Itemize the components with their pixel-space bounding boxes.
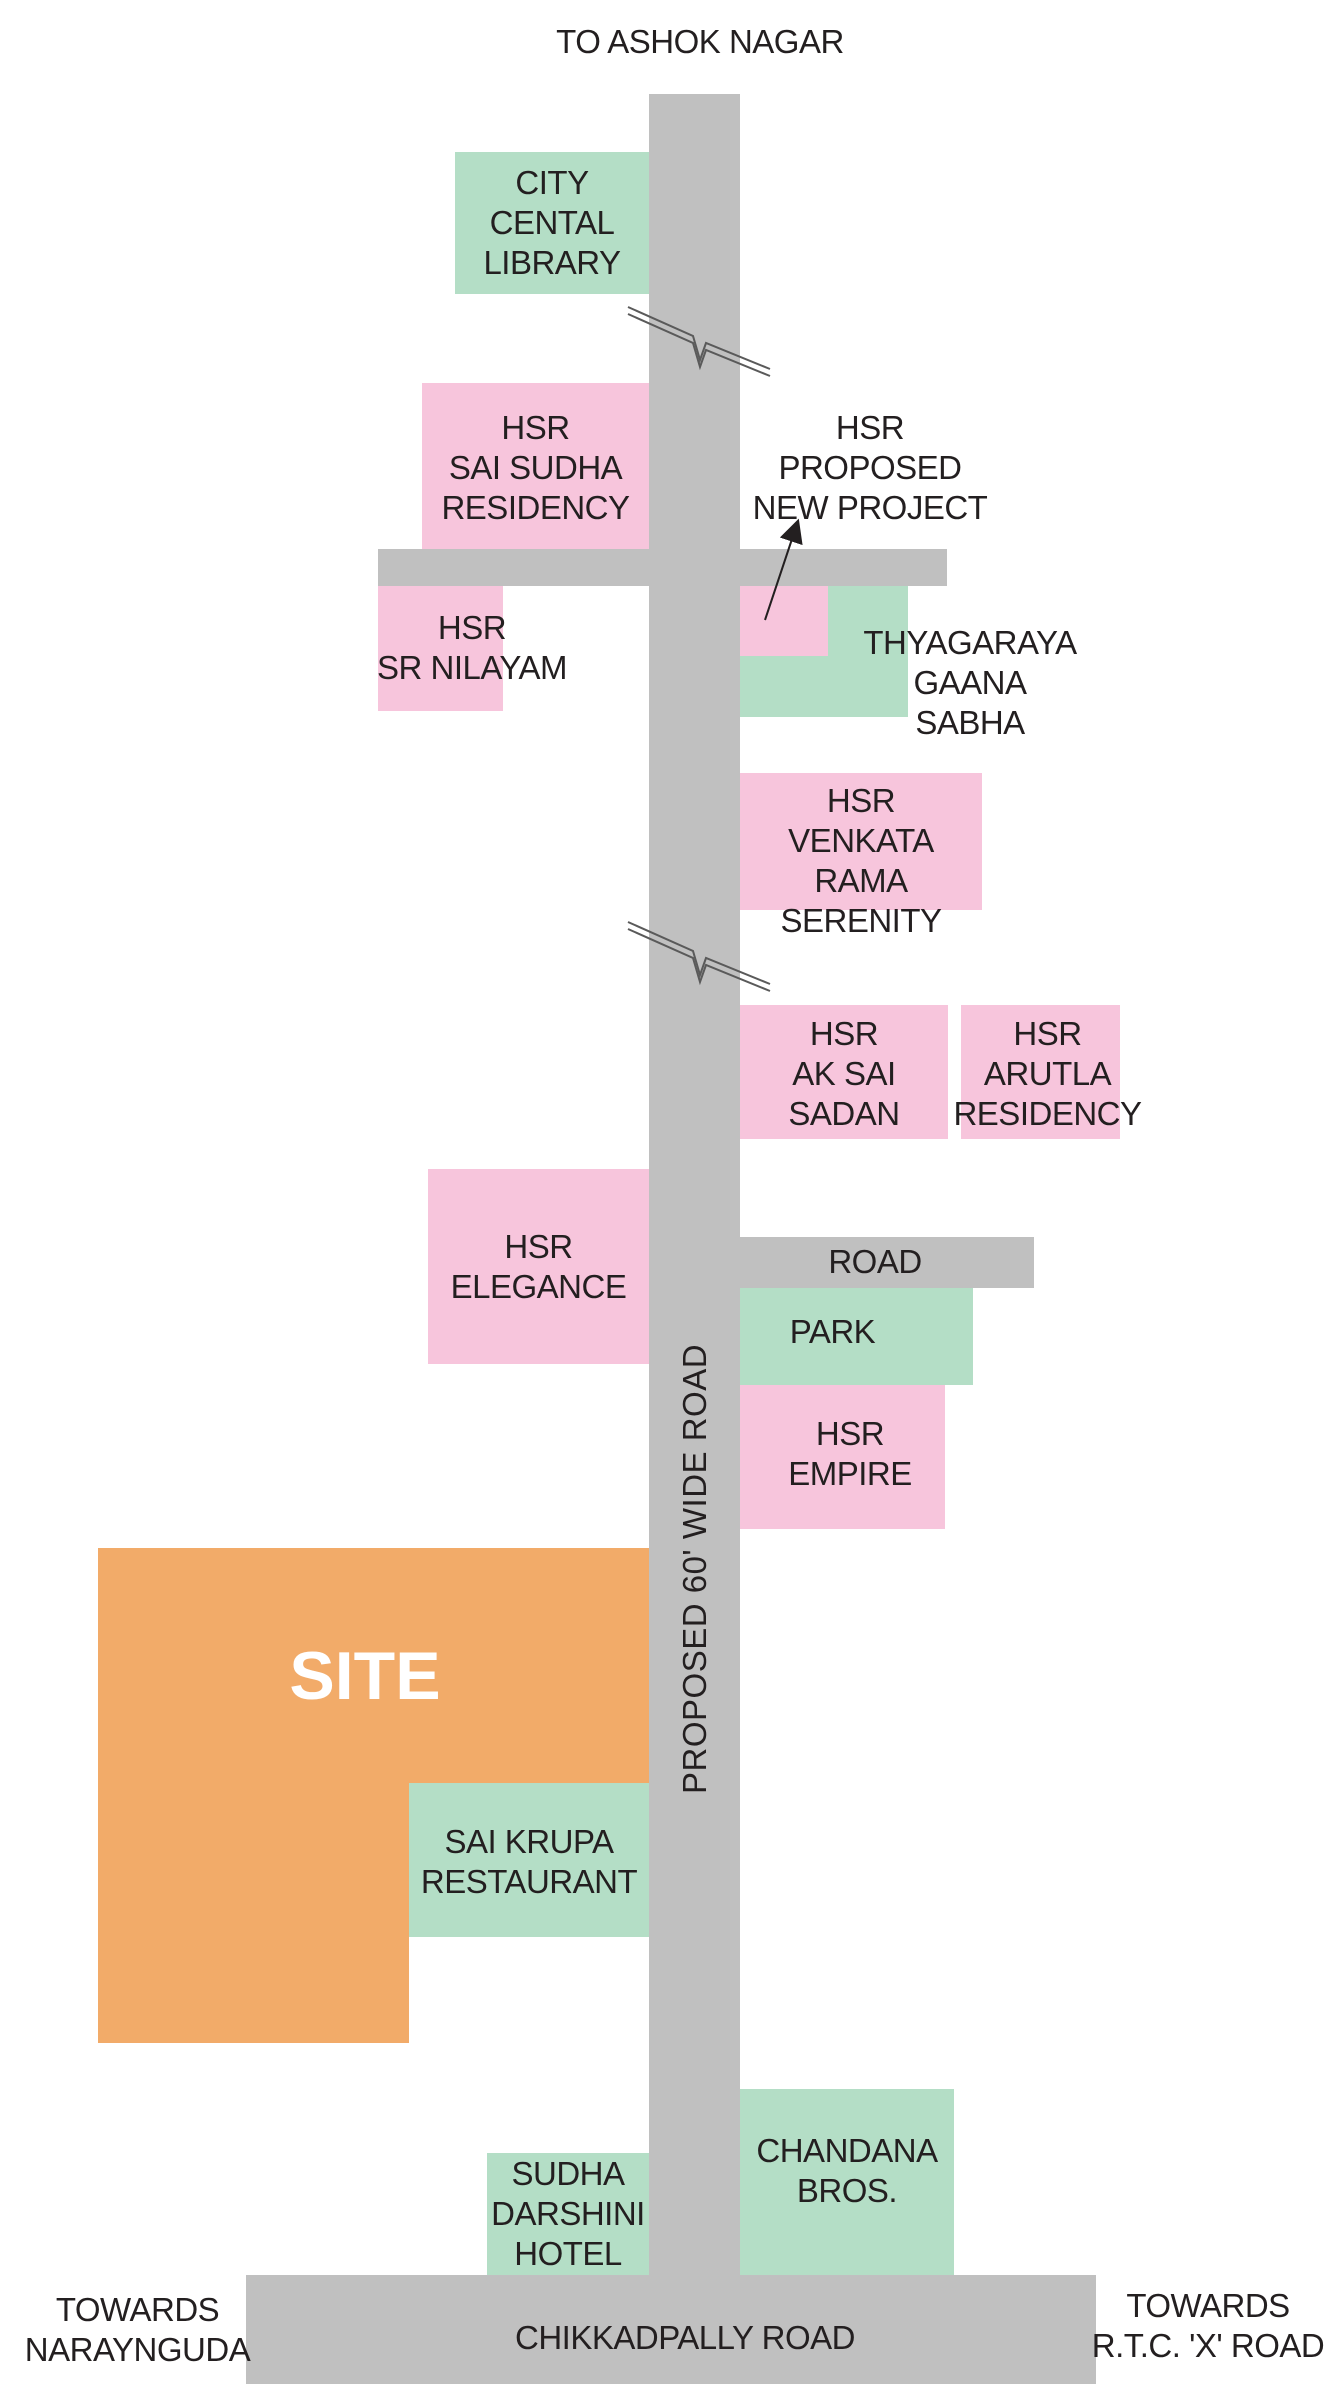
hsr-sai-sudha-block (422, 383, 649, 549)
road-break-mark-upper (627, 306, 771, 377)
thyagaraya-label: THYAGARAYA GAANA SABHA (863, 624, 1077, 741)
city-central-library-label: CITY CENTAL LIBRARY (483, 164, 621, 281)
hsr-venkata-rama-block (740, 773, 982, 910)
sai-krupa-block (409, 1783, 649, 1937)
hsr-ak-sai-block (740, 1005, 948, 1139)
site-block-upper (98, 1548, 649, 1783)
direction-southeast-label: TOWARDS R.T.C. 'X' ROAD (1091, 2287, 1325, 2364)
hsr-sr-nilayam-label: HSR SR NILAYAM (377, 609, 568, 686)
bottom-road (246, 2275, 1096, 2384)
hsr-proposed-project-plot (740, 586, 828, 656)
hsr-elegance-block (428, 1169, 649, 1364)
hsr-venkata-rama-label: HSR VENKATA RAMA SERENITY (780, 782, 942, 939)
side-road (740, 1237, 1034, 1288)
hsr-arutla-label: HSR ARUTLA RESIDENCY (953, 1015, 1142, 1132)
hsr-sai-sudha-label: HSR SAI SUDHA RESIDENCY (441, 409, 630, 526)
hsr-empire-label: HSR EMPIRE (788, 1415, 912, 1492)
park-block (740, 1288, 973, 1385)
hsr-arutla-block (961, 1005, 1120, 1139)
hsr-sr-nilayam-block (378, 586, 503, 711)
chandana-bros-block (740, 2089, 954, 2275)
direction-southwest-label: TOWARDS NARAYNGUDA (24, 2291, 251, 2368)
bottom-road-label: CHIKKADPALLY ROAD (515, 2319, 855, 2356)
sai-krupa-label: SAI KRUPA RESTAURANT (420, 1823, 638, 1900)
sudha-darshini-label: SUDHA DARSHINI HOTEL (491, 2155, 645, 2272)
city-central-library-block (455, 152, 649, 294)
pointer-arrow (764, 518, 803, 621)
hsr-empire-block (740, 1385, 945, 1529)
sudha-darshini-block (487, 2153, 649, 2275)
direction-north-label: TO ASHOK NAGAR (556, 23, 844, 60)
hsr-elegance-label: HSR ELEGANCE (450, 1228, 627, 1305)
road-break-mark-lower (627, 921, 771, 992)
cross-road-upper (378, 549, 947, 586)
hsr-ak-sai-label: HSR AK SAI SADAN (788, 1015, 900, 1132)
chandana-bros-label: CHANDANA BROS. (756, 2132, 938, 2209)
main-road (649, 94, 740, 2294)
park-label: PARK (789, 1313, 876, 1350)
site-label: SITE (289, 1638, 441, 1714)
side-road-label: ROAD (828, 1243, 922, 1280)
site-block-lower (98, 1783, 409, 2043)
